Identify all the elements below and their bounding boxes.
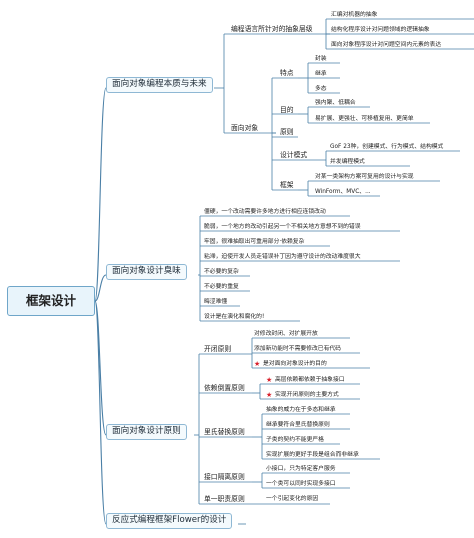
lsp-item[interactable]: 子类的契约不能更严格 <box>266 437 324 443</box>
goal-item[interactable]: 强内聚、低耦合 <box>315 100 356 106</box>
star-icon: ★ <box>266 391 273 399</box>
srp-item[interactable]: 一个引起变化的原因 <box>266 496 319 502</box>
abs-item[interactable]: 结构化程序设计对问题领域的逻辑抽象 <box>331 27 430 33</box>
framework-item[interactable]: 对某一类架构方案可复用的设计与实现 <box>315 174 414 180</box>
smell-item[interactable]: 晦涩难懂 <box>204 299 228 305</box>
ocp-item[interactable]: 对修改封闭、对扩展开放 <box>254 331 318 337</box>
central-topic[interactable]: 框架设计 <box>7 286 95 316</box>
topic-flower-framework[interactable]: 反应式编程框架Flower的设计 <box>106 513 233 529</box>
liskov-substitution-principle[interactable]: 里氏替换原则 <box>204 428 245 436</box>
feature-item[interactable]: 继承 <box>315 71 327 77</box>
ocp-item[interactable]: 是对面向对象设计的目的 <box>263 361 327 367</box>
smell-item[interactable]: 僵硬，一个改动需要许多地方进行相应连锁改动 <box>204 209 326 215</box>
star-icon: ★ <box>266 376 273 384</box>
connector-line <box>94 87 107 302</box>
smell-item[interactable]: 设计是在演化和腐化的! <box>204 314 265 320</box>
feature-item[interactable]: 多态 <box>315 86 327 92</box>
lsp-item[interactable]: 继承要符合里氏替换原则 <box>266 422 330 428</box>
connector-line <box>94 300 107 525</box>
framework[interactable]: 框架 <box>280 181 294 189</box>
single-responsibility-principle[interactable]: 单一职责原则 <box>204 495 245 503</box>
connector-line <box>94 274 107 302</box>
pattern-item[interactable]: 并发编程模式 <box>330 159 365 165</box>
framework-item[interactable]: WinForm、MVC、... <box>315 189 371 195</box>
lsp-item[interactable]: 实现扩展的更好手段是组合而非继承 <box>266 452 359 458</box>
abstraction-level[interactable]: 编程语言所针对的抽象层级 <box>231 25 313 33</box>
topic-oo-essence[interactable]: 面向对象编程本质与未来 <box>106 77 213 93</box>
ocp-item[interactable]: 添加新功能时不需要修改已有代码 <box>254 346 341 352</box>
features[interactable]: 特点 <box>280 69 294 77</box>
lsp-item[interactable]: 抽象的威力在于多态和继承 <box>266 407 336 413</box>
isp-item[interactable]: 一个类可以同时实现多接口 <box>266 481 336 487</box>
dependency-inversion-principle[interactable]: 依赖倒置原则 <box>204 384 245 392</box>
smell-item[interactable]: 粘滞，迫使开发人员走错误补丁因为遵守设计的改动难度很大 <box>204 254 361 260</box>
topic-design-principles[interactable]: 面向对象设计原则 <box>106 424 187 440</box>
star-icon: ★ <box>254 360 261 368</box>
pattern-item[interactable]: GoF 23种，创建模式、行为模式、结构模式 <box>330 144 444 150</box>
abs-item[interactable]: 面向对象程序设计对问题空间内元素的表达 <box>331 42 442 48</box>
abs-item[interactable]: 汇编对机器的抽象 <box>331 12 378 18</box>
interface-segregation-principle[interactable]: 接口隔离原则 <box>204 473 245 481</box>
smell-item[interactable]: 不必要的重复 <box>204 284 239 290</box>
smell-item[interactable]: 不必要的复杂 <box>204 269 239 275</box>
principle[interactable]: 原则 <box>280 128 294 136</box>
smell-item[interactable]: 脆弱，一个地方的改动引起另一个不相关地方意想不到的错误 <box>204 224 361 230</box>
dip-item[interactable]: 高层依赖都依赖于抽象接口 <box>275 377 345 383</box>
topic-design-smells[interactable]: 面向对象设计臭味 <box>106 264 187 280</box>
object-oriented[interactable]: 面向对象 <box>231 124 259 132</box>
goal-item[interactable]: 易扩展、更强壮、可移植复用、更简单 <box>315 116 414 122</box>
open-closed-principle[interactable]: 开闭原则 <box>204 345 232 353</box>
goal[interactable]: 目的 <box>280 106 294 114</box>
design-patterns[interactable]: 设计模式 <box>280 151 308 159</box>
feature-item[interactable]: 封装 <box>315 56 327 62</box>
smell-item[interactable]: 牢固，很难抽取出可重用部分·依赖复杂 <box>204 239 305 245</box>
isp-item[interactable]: 小接口，只为特定客户服务 <box>266 466 336 472</box>
dip-item[interactable]: 实现开闭原则的主要方式 <box>275 392 339 398</box>
